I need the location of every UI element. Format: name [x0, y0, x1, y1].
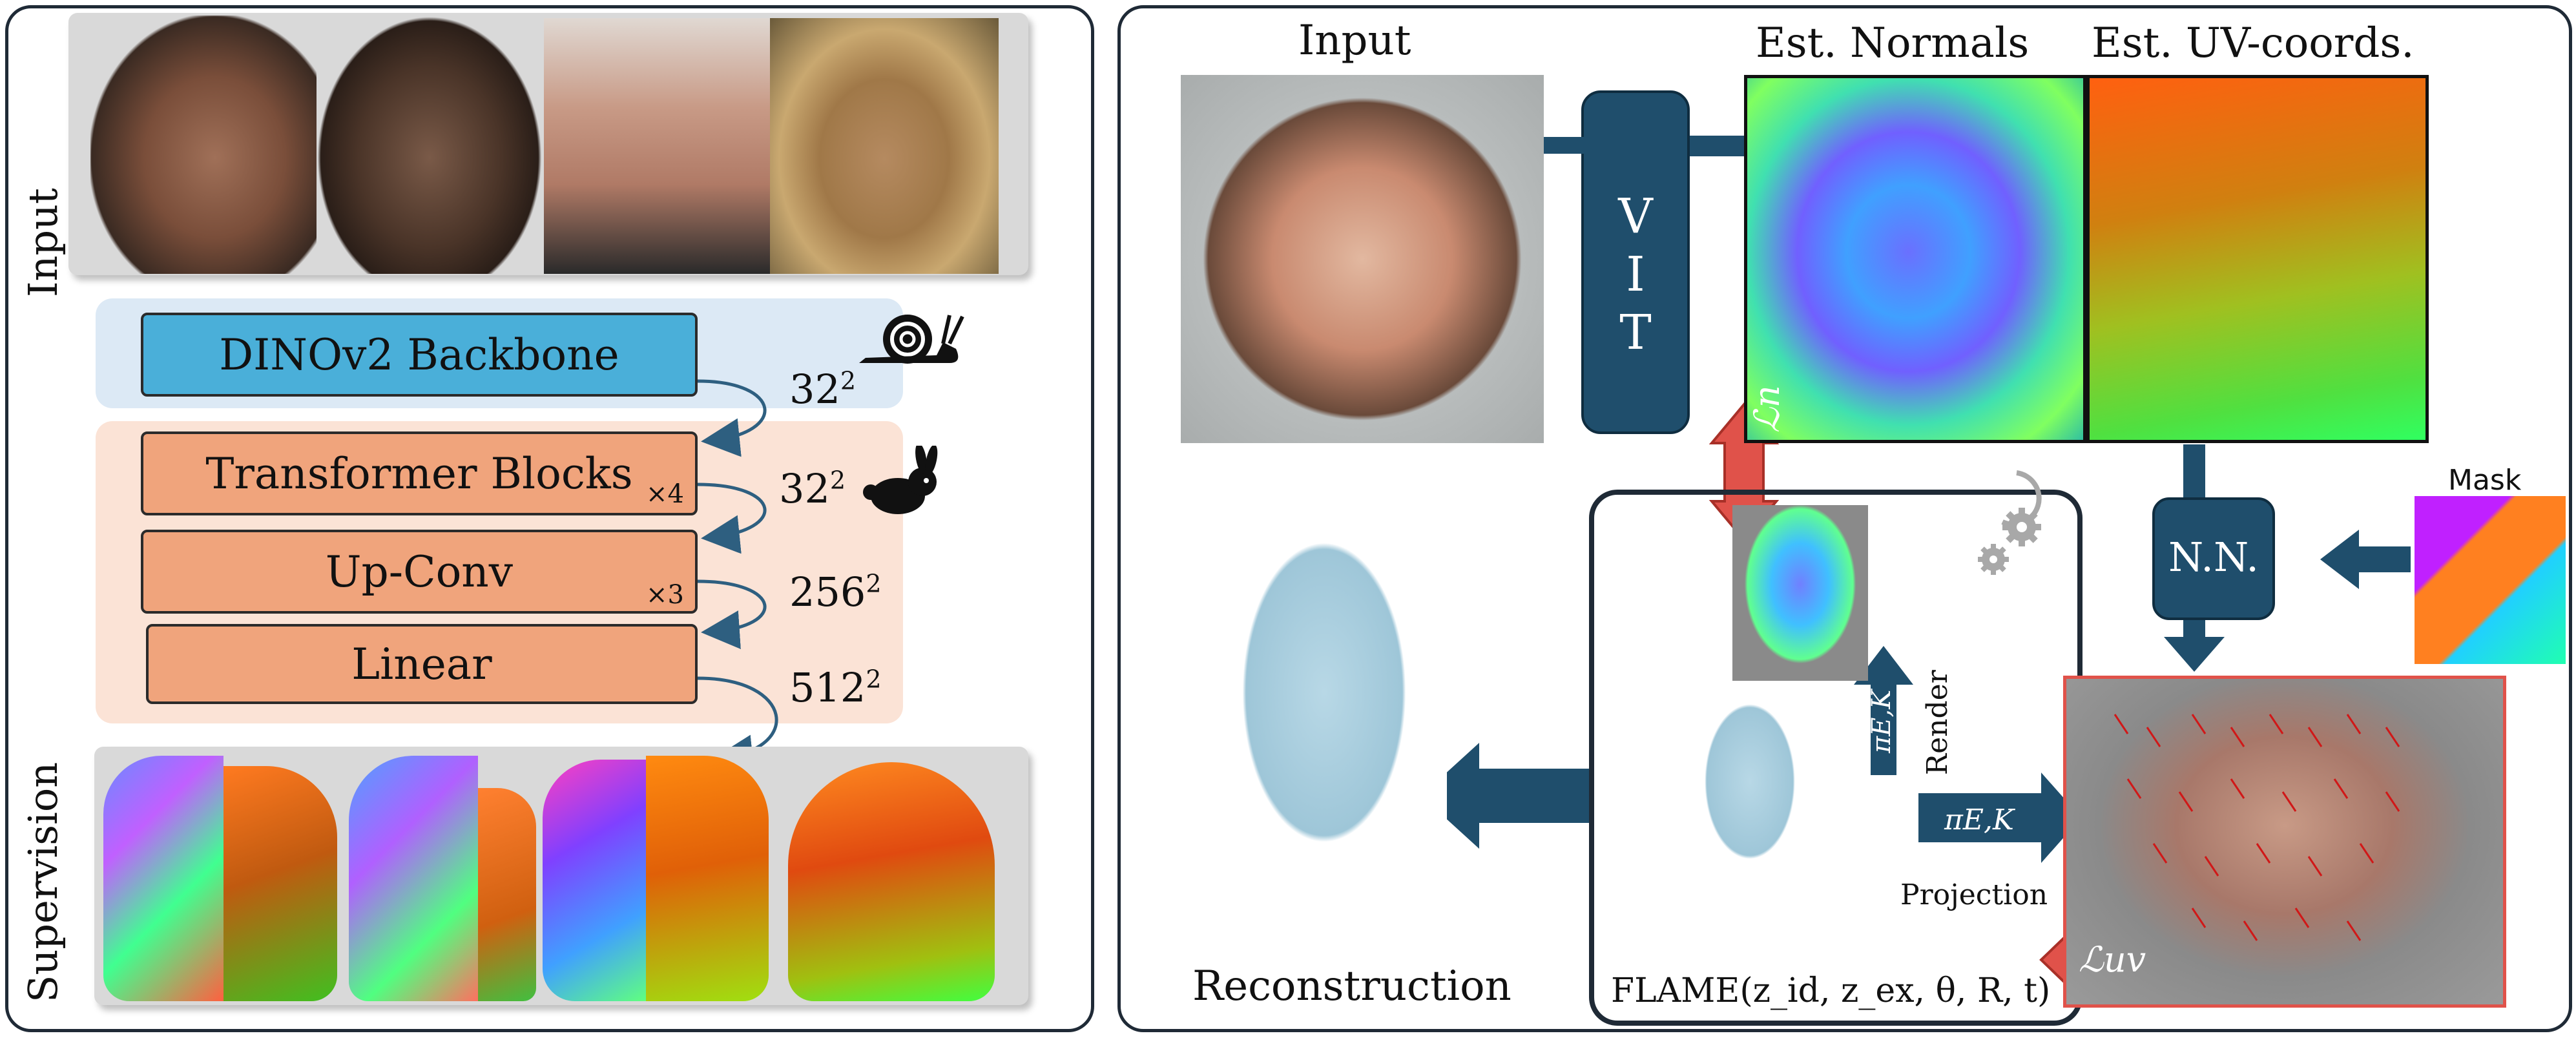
flame-head-mesh	[1682, 704, 1818, 898]
normals-label: Est. Normals	[1756, 19, 2030, 67]
mask-image	[2415, 496, 2566, 664]
transformer-multiplier: ×4	[646, 479, 684, 509]
projection-label: Projection	[1900, 878, 2048, 911]
resolution-label-2: 322	[779, 465, 846, 512]
render-label: Render	[1921, 670, 1954, 775]
upconv-block: Up-Conv	[141, 530, 698, 614]
loss-normals-label: ℒn	[1747, 385, 1787, 433]
supervision-normal-2	[349, 756, 478, 1001]
input-photo-1	[90, 16, 317, 274]
gear-icon	[1978, 508, 2041, 575]
uv-coords-label: Est. UV-coords.	[2092, 19, 2415, 67]
mask-label: Mask	[2448, 464, 2522, 497]
rabbit-icon	[863, 446, 938, 514]
uv-projection-overlay	[2063, 676, 2506, 1008]
input-photo-2	[317, 16, 543, 274]
pi-projection-label: πE,K	[1944, 804, 2014, 836]
vit-label: V I T	[1618, 189, 1653, 360]
estimated-uv-image	[2086, 75, 2429, 443]
upconv-multiplier: ×3	[646, 580, 684, 610]
input-photo-3	[544, 18, 770, 274]
rendered-normals-image	[1732, 505, 1868, 681]
supervision-label: Supervision	[19, 762, 67, 1002]
resolution-label-1: 322	[789, 366, 857, 413]
input-label: Input	[19, 188, 67, 297]
pi-render-label: πE,K	[1867, 689, 1896, 753]
supervision-uv-1	[223, 766, 337, 1001]
supervision-uv-4	[788, 762, 995, 1001]
resolution-label-3: 2562	[789, 568, 882, 616]
transformer-blocks-block: Transformer Blocks	[141, 431, 698, 515]
right-input-label: Input	[1298, 17, 1411, 65]
supervision-normal-1	[103, 756, 223, 1001]
linear-block: Linear	[146, 624, 698, 704]
vit-block	[1581, 90, 1690, 434]
flow-vectors	[2114, 714, 2400, 941]
reconstruction-head-mesh	[1201, 530, 1447, 917]
supervision-normal-3	[543, 760, 646, 1001]
nn-block	[2152, 497, 2275, 620]
dinov2-backbone-block: DINOv2 Backbone	[141, 313, 698, 397]
flame-label: FLAME(z_id, z_ex, θ, R, t)	[1611, 971, 2051, 1010]
supervision-uv-3	[646, 756, 769, 1001]
resolution-label-4: 5122	[789, 664, 882, 711]
nn-label: N.N.	[2168, 534, 2259, 581]
input-photo-4	[770, 18, 999, 274]
loss-uv-label: ℒuv	[2079, 939, 2146, 980]
supervision-uv-2	[478, 788, 536, 1001]
snail-icon	[859, 315, 964, 364]
estimated-normals-image	[1744, 75, 2086, 443]
right-input-photo	[1181, 75, 1544, 443]
reconstruction-label: Reconstruction	[1192, 962, 1511, 1010]
